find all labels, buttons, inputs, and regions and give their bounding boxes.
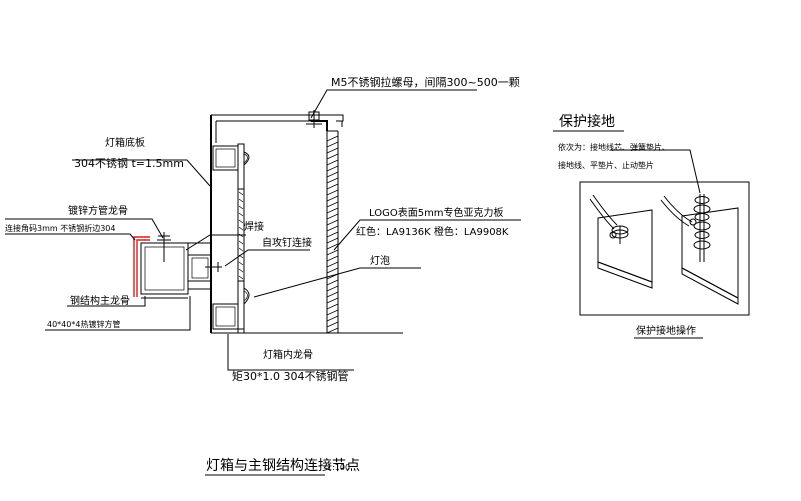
tube-spec-label: 40*40*4热镀锌方管 bbox=[47, 319, 120, 329]
leader-lines bbox=[5, 89, 521, 371]
grounding-panel-left bbox=[589, 194, 653, 289]
grounding-frame bbox=[579, 181, 750, 316]
base-plate-spec-label: 304不锈钢 t=1.5mm bbox=[74, 157, 184, 170]
inner-keel-dashes bbox=[238, 191, 244, 280]
base-plate-label: 灯箱底板 bbox=[105, 136, 145, 149]
lightbox-section bbox=[133, 110, 403, 334]
grounding-heading: 保护接地 bbox=[559, 113, 615, 130]
bulb-label: 灯泡 bbox=[370, 254, 390, 267]
angle-code-label: 连接角码3mm 不锈钢折边304 bbox=[5, 223, 116, 233]
weld-label: 焊接 bbox=[244, 220, 264, 233]
galv-keel-label: 镀锌方管龙骨 bbox=[68, 204, 128, 217]
grounding-order-line1: 依次为：接地线芯、弹簧垫片、 bbox=[558, 142, 670, 152]
grounding-order-line2: 接地线、平垫片、止动垫片 bbox=[558, 160, 654, 170]
logo-board-label: LOGO表面5mm专色亚克力板 bbox=[369, 206, 504, 219]
grounding-caption: 保护接地操作 bbox=[636, 324, 696, 337]
galvanized-steel-tube bbox=[140, 232, 222, 299]
color-codes-label: 红色：LA9136K 橙色：LA9908K bbox=[356, 225, 509, 238]
acrylic-face-board bbox=[326, 130, 339, 334]
inner-keel-spec-label: 矩30*1.0 304不锈钢管 bbox=[232, 369, 348, 383]
drawing-scale: 1:100 bbox=[327, 463, 350, 472]
inner-keel-label: 灯箱内龙骨 bbox=[263, 348, 313, 361]
self-tap-label: 自攻钉连接 bbox=[262, 236, 312, 249]
grounding-detail: 保护接地 依次为：接地线芯、弹簧垫片、 接地线、平垫片、止动垫片 bbox=[553, 113, 750, 339]
m5-nut-label: M5不锈钢拉螺母，间隔300~500一颗 bbox=[331, 75, 520, 89]
lower-inner-keel-tube bbox=[212, 280, 250, 330]
grounding-panel-right bbox=[660, 194, 739, 305]
red-angle-code bbox=[136, 239, 150, 297]
upper-inner-keel-tube bbox=[212, 143, 250, 190]
main-keel-label: 钢结构主龙骨 bbox=[70, 294, 130, 307]
drawing-title: 灯箱与主钢结构连接节点 bbox=[206, 457, 360, 474]
